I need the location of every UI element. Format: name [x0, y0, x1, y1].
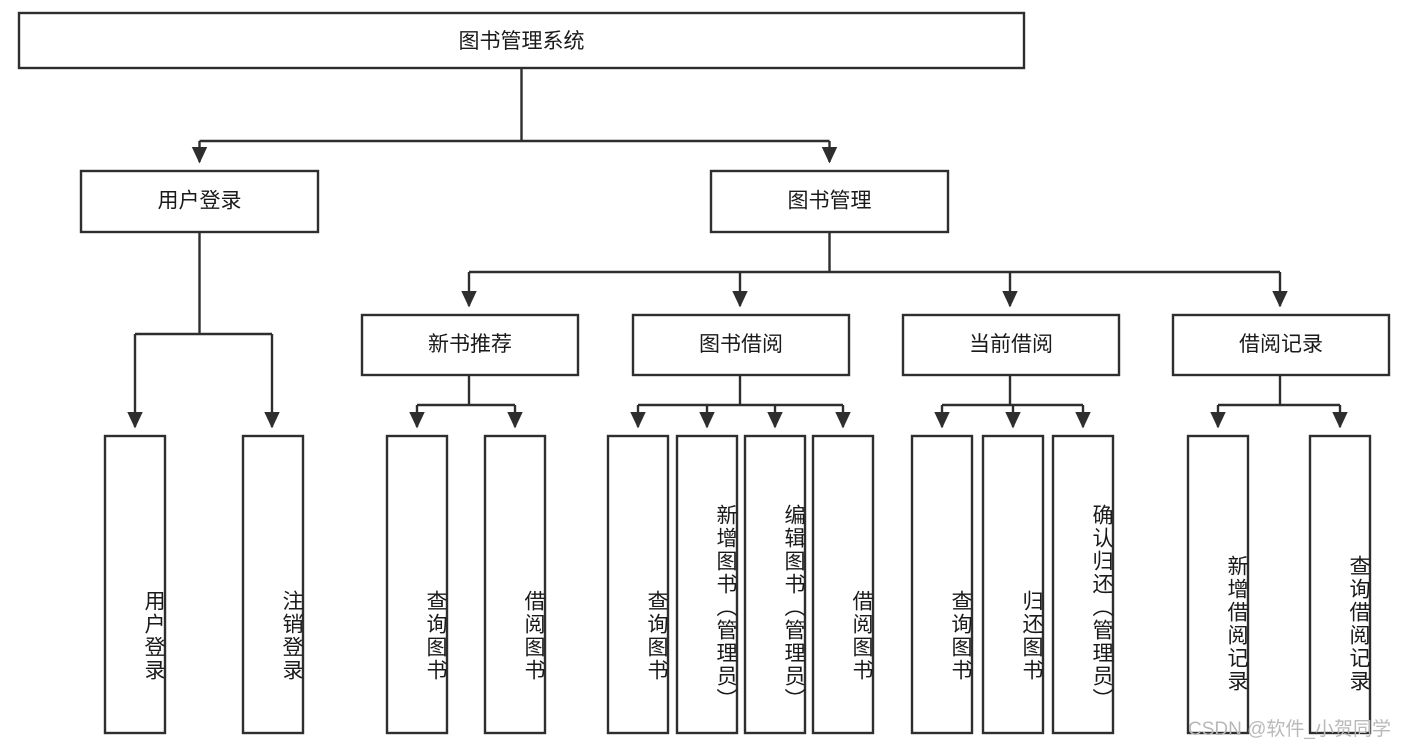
connector-userlogin-to-leaves [127, 232, 280, 429]
node-root[interactable]: 图书管理系统 [17, 11, 1026, 70]
node-book-manage-label: 图书管理 [788, 190, 872, 213]
leaf-node[interactable] [241, 434, 305, 735]
leaf-node[interactable] [1051, 434, 1115, 735]
connector-root-to-level2 [191, 68, 838, 164]
leaf-node[interactable] [606, 434, 670, 735]
leaf-node[interactable] [743, 434, 807, 735]
leaf-node[interactable] [385, 434, 449, 735]
node-book-borrow[interactable]: 图书借阅 [631, 313, 851, 377]
leaf-node[interactable] [103, 434, 167, 735]
node-borrow-records-label: 借阅记录 [1239, 333, 1323, 356]
csdn-watermark: CSDN @软件_小贺同学 [1188, 719, 1391, 740]
connector-records-to-leaves [1210, 375, 1348, 429]
node-borrow-records[interactable]: 借阅记录 [1171, 313, 1391, 377]
node-new-book-recommend-label: 新书推荐 [428, 333, 512, 356]
connector-bookmanage-to-level3 [461, 232, 1288, 308]
node-book-borrow-label: 图书借阅 [699, 333, 783, 356]
connector-newbook-to-leaves [409, 375, 523, 429]
leaf-node[interactable] [910, 434, 974, 735]
leaf-node[interactable] [675, 434, 739, 735]
leaf-node[interactable] [1308, 434, 1372, 735]
node-book-manage[interactable]: 图书管理 [709, 169, 950, 234]
connector-borrow-to-leaves [630, 375, 851, 429]
leaf-node[interactable] [1186, 434, 1250, 735]
node-new-book-recommend[interactable]: 新书推荐 [360, 313, 580, 377]
node-current-borrow-label: 当前借阅 [969, 333, 1053, 356]
node-root-label: 图书管理系统 [459, 30, 585, 53]
leaf-box-group [103, 434, 1372, 735]
leaf-node[interactable] [483, 434, 547, 735]
leaf-node[interactable] [811, 434, 875, 735]
connector-current-to-leaves [934, 375, 1091, 429]
node-user-login[interactable]: 用户登录 [79, 169, 320, 234]
node-user-login-label: 用户登录 [158, 190, 242, 213]
node-current-borrow[interactable]: 当前借阅 [901, 313, 1121, 377]
leaf-node[interactable] [981, 434, 1045, 735]
